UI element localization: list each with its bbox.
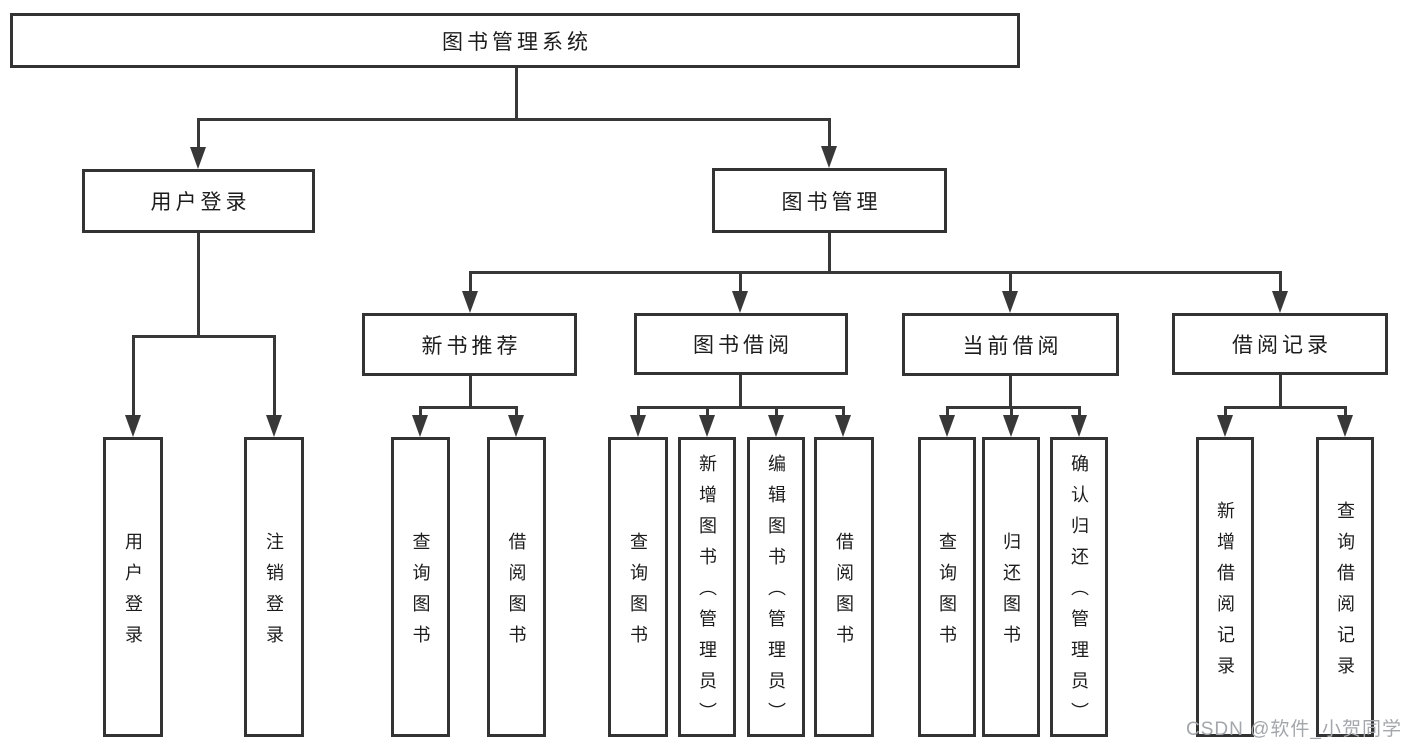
arrow-down-icon (630, 415, 646, 437)
connector-line (1009, 271, 1012, 293)
connector-line (273, 335, 276, 417)
connector-line (419, 406, 422, 417)
leaf-query-books-borrow: 查询图书 (608, 437, 668, 737)
node-label: 注销登录 (264, 531, 284, 656)
connector-line (828, 231, 831, 274)
node-label: 查询图书 (628, 531, 648, 656)
node-library-management-system: 图书管理系统 (10, 13, 1020, 68)
connector-line (842, 406, 845, 417)
node-label: 借阅图书 (506, 531, 527, 656)
connector-line (946, 406, 949, 417)
connector-line (197, 232, 200, 336)
node-new-book-recommendation: 新书推荐 (362, 313, 577, 376)
arrow-down-icon (1002, 291, 1018, 313)
connector-line (1279, 271, 1282, 293)
node-label: 查询图书 (410, 531, 431, 656)
node-label: 归还图书 (1001, 531, 1021, 656)
connector-line (419, 406, 518, 409)
node-label: 查询图书 (937, 531, 957, 656)
leaf-add-books-admin: 新增图书（管理员） (678, 437, 736, 737)
connector-line (1078, 406, 1081, 417)
node-book-borrowing: 图书借阅 (634, 313, 848, 375)
connector-line (775, 406, 778, 417)
connector-line (515, 406, 518, 417)
leaf-query-books-recommend: 查询图书 (391, 437, 450, 737)
arrow-down-icon (1337, 415, 1353, 437)
node-label: 编辑图书（管理员） (766, 454, 786, 733)
arrow-down-icon (190, 147, 206, 169)
arrow-down-icon (1272, 291, 1288, 313)
node-label: 用户登录 (150, 191, 251, 214)
leaf-borrow-books-borrow: 借阅图书 (814, 437, 874, 737)
leaf-return-books: 归还图书 (982, 437, 1040, 737)
connector-line (1010, 406, 1013, 417)
node-book-management: 图书管理 (712, 168, 947, 233)
connector-line (637, 406, 845, 409)
node-label: 新增图书（管理员） (697, 454, 717, 733)
node-label: 确认归还（管理员） (1069, 454, 1089, 733)
connector-line (469, 374, 472, 408)
connector-line (1009, 374, 1012, 408)
arrow-down-icon (939, 415, 955, 437)
connector-line (132, 335, 135, 417)
node-label: 图书借阅 (693, 334, 793, 357)
leaf-user-login: 用户登录 (103, 437, 163, 737)
connector-line (1224, 406, 1227, 417)
leaf-add-borrow-record: 新增借阅记录 (1196, 437, 1254, 737)
node-label: 借阅图书 (834, 531, 854, 656)
arrow-down-icon (508, 415, 524, 437)
arrow-down-icon (125, 415, 141, 437)
node-label: 查询借阅记录 (1335, 500, 1355, 687)
arrow-down-icon (462, 291, 478, 313)
leaf-confirm-return-admin: 确认归还（管理员） (1050, 437, 1108, 737)
connector-line (197, 118, 831, 121)
node-label: 用户登录 (123, 531, 143, 656)
connector-line (197, 118, 200, 148)
node-label: 新增借阅记录 (1215, 500, 1235, 687)
connector-line (739, 271, 742, 293)
node-label: 图书管理 (781, 190, 882, 214)
connector-line (1224, 406, 1347, 409)
connector-line (132, 335, 276, 338)
leaf-query-books-current: 查询图书 (918, 437, 976, 737)
node-label: 借阅记录 (1232, 334, 1332, 357)
watermark: CSDN @软件_小贺同学 (1186, 719, 1402, 740)
node-label: 新书推荐 (421, 334, 522, 358)
arrow-down-icon (768, 415, 784, 437)
arrow-down-icon (1217, 415, 1233, 437)
arrow-down-icon (835, 415, 851, 437)
arrow-down-icon (699, 415, 715, 437)
arrow-down-icon (821, 146, 837, 168)
connector-line (1279, 374, 1282, 408)
arrow-down-icon (732, 291, 748, 313)
arrow-down-icon (412, 415, 428, 437)
node-borrowing-records: 借阅记录 (1172, 313, 1388, 375)
connector-line (637, 406, 640, 417)
leaf-edit-books-admin: 编辑图书（管理员） (747, 437, 805, 737)
node-current-borrowing: 当前借阅 (902, 313, 1119, 376)
node-label: 图书管理系统 (442, 30, 592, 54)
connector-line (739, 374, 742, 408)
connector-line (946, 406, 1081, 409)
arrow-down-icon (266, 415, 282, 437)
connector-line (469, 271, 472, 293)
node-label: 当前借阅 (962, 334, 1063, 358)
connector-line (706, 406, 709, 417)
leaf-query-borrow-record: 查询借阅记录 (1316, 437, 1374, 737)
connector-line (828, 118, 831, 147)
connector-line (469, 271, 1282, 274)
node-user-login: 用户登录 (82, 169, 315, 233)
connector-line (1344, 406, 1347, 417)
leaf-logout: 注销登录 (244, 437, 304, 737)
arrow-down-icon (1003, 415, 1019, 437)
connector-line (515, 67, 518, 120)
arrow-down-icon (1071, 415, 1087, 437)
leaf-borrow-books-recommend: 借阅图书 (487, 437, 546, 737)
